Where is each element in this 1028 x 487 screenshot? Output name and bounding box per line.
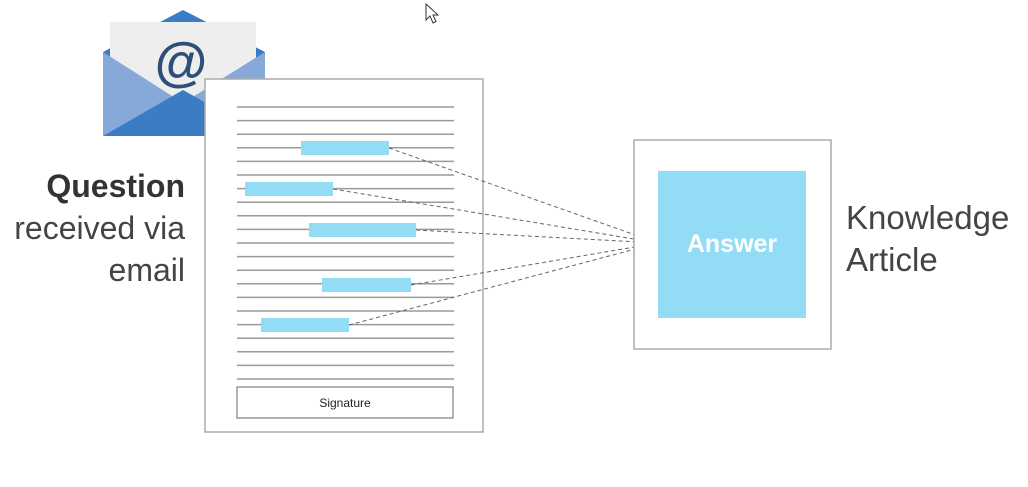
question-title: Question: [46, 168, 185, 204]
document: [204, 78, 484, 433]
answer-box: [658, 171, 806, 318]
dashed-connector: [332, 188, 659, 244]
highlight-bar: [261, 318, 349, 332]
question-line-2: received via: [14, 210, 185, 246]
question-line-3: email: [108, 252, 185, 288]
signature-label: Signature: [319, 395, 371, 410]
dashed-connector: [388, 147, 659, 244]
highlight-bar: [301, 141, 389, 155]
highlighted-passages: [245, 141, 416, 332]
mouse-cursor-icon: [425, 2, 440, 24]
answer-label: Answer: [686, 230, 778, 258]
highlight-bar: [245, 182, 333, 196]
dashed-connector: [348, 242, 659, 326]
signature-box: [236, 386, 454, 419]
highlight-bar: [322, 278, 411, 292]
knowledge-article-label: Knowledge Article: [846, 197, 1009, 281]
dashed-connector: [415, 229, 659, 244]
document-text-lines: [237, 106, 454, 380]
dashed-connectors: [332, 147, 659, 326]
highlight-bar: [309, 223, 416, 237]
at-symbol: @: [154, 32, 208, 92]
knowledge-line-1: Knowledge: [846, 199, 1010, 236]
knowledge-line-2: Article: [846, 241, 938, 278]
question-label: Question received via email: [14, 165, 185, 291]
